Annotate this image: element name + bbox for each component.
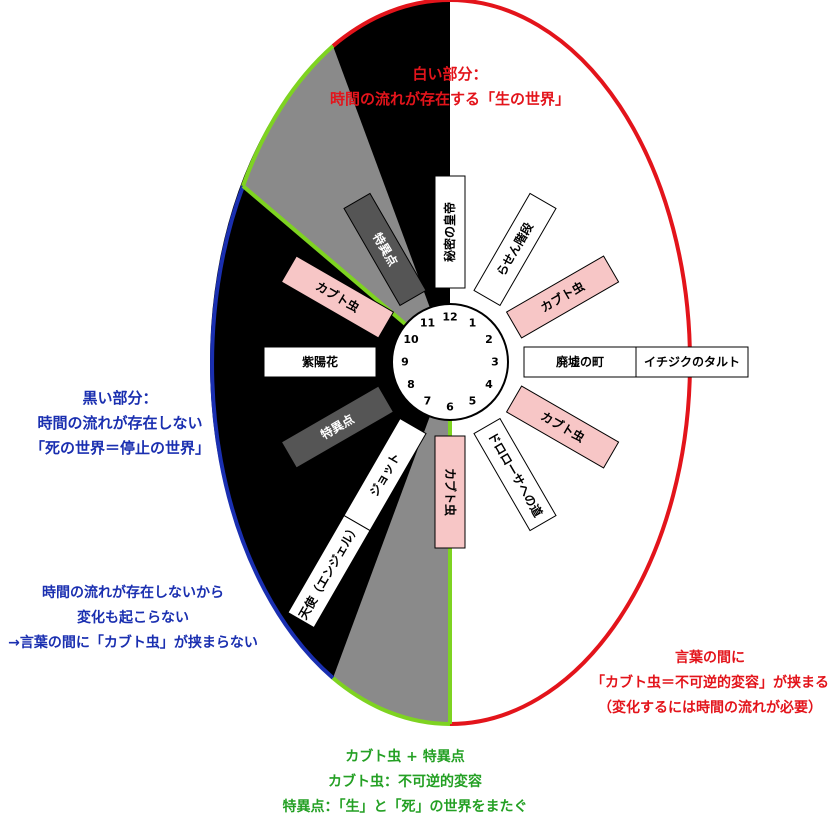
spoke-kabuto-box <box>280 255 395 339</box>
clock-number: 5 <box>469 395 477 408</box>
spokes-group: 秘密の皇帝らせん階段カブト虫廃墟の町イチジクのタルトカブト虫ドロローサへの道カブ… <box>263 175 749 629</box>
spoke-singular: 特異点 <box>280 385 395 469</box>
gray-wedge-bottom <box>333 362 450 724</box>
outline-special-bottom <box>331 676 451 726</box>
spoke-kabuto-box <box>505 385 620 469</box>
white-part-line: 白い部分： <box>412 65 488 83</box>
reason-annotation: 時間の流れが存在しないから 変化も起こらない →言葉の間に「カブト虫」が挟まらな… <box>8 581 258 656</box>
spoke-plain: 紫陽花 <box>263 346 377 378</box>
clock-number: 10 <box>403 333 419 346</box>
spoke-plain-box <box>434 175 466 289</box>
spoke-plain-label: 秘密の皇帝 <box>442 202 457 262</box>
spoke-plain-label: 廃墟の町 <box>556 354 604 369</box>
black-part-line: 黒い部分： <box>82 389 158 407</box>
change-needed-annotation: 言葉の間に 「カブト虫＝不可逆的変容」が挟まる （変化するには時間の流れが必要） <box>590 646 830 721</box>
clock-number: 3 <box>491 356 499 369</box>
spoke-singular-box <box>343 192 427 307</box>
legend-line: カブト虫 + 特異点 <box>345 749 465 765</box>
legend-annotation: カブト虫 + 特異点 カブト虫：不可逆的変容 特異点：「生」と「死」の世界をまた… <box>260 745 550 820</box>
spoke-kabuto-label: カブト虫 <box>443 468 458 516</box>
white-part-annotation: 白い部分： 時間の流れが存在する「生の世界」 <box>325 62 575 112</box>
spoke-kabuto-box <box>505 255 620 339</box>
spoke-plain-outer-box <box>635 346 749 378</box>
black-part-annotation: 黒い部分： 時間の流れが存在しない 「死の世界＝停止の世界」 <box>20 386 220 461</box>
white-part-line: 時間の流れが存在する「生の世界」 <box>329 90 570 108</box>
spoke-singular-box <box>280 385 395 469</box>
spoke-kabuto: カブト虫 <box>434 435 466 549</box>
spoke-plain-outer-label: イチジクのタルト <box>644 355 740 369</box>
spoke-plain: 廃墟の町 イチジクのタルト <box>523 346 749 378</box>
spoke-plain-label: 紫陽花 <box>302 354 338 369</box>
clock-face <box>391 303 509 421</box>
reason-line: 時間の流れが存在しないから <box>42 585 224 601</box>
outline-black-world <box>210 185 335 680</box>
clock-number: 4 <box>485 378 493 391</box>
legend-line: カブト虫：不可逆的変容 <box>328 774 482 790</box>
clock-number: 9 <box>401 356 409 369</box>
spoke-plain-box <box>263 346 377 378</box>
outline-white-world <box>331 0 692 726</box>
change-needed-line: 「カブト虫＝不可逆的変容」が挟まる <box>591 675 829 691</box>
reason-line: 変化も起こらない <box>77 610 189 626</box>
spoke-plain: 秘密の皇帝 <box>434 175 466 289</box>
clock-number: 7 <box>424 395 432 408</box>
spoke-plain-box <box>473 417 557 532</box>
clock-number: 11 <box>420 317 435 330</box>
clock-number: 12 <box>442 311 457 324</box>
black-part-line: 「死の世界＝停止の世界」 <box>29 439 210 457</box>
black-part-line: 時間の流れが存在しない <box>37 414 203 432</box>
spoke-singular: 特異点 <box>343 192 427 307</box>
change-needed-line: 言葉の間に <box>675 650 745 666</box>
reason-line: →言葉の間に「カブト虫」が挟まらない <box>8 635 258 651</box>
spoke-plain-outer-box <box>287 514 371 629</box>
clock-number: 2 <box>485 333 493 346</box>
legend-line: 特異点：「生」と「死」の世界をまたぐ <box>282 799 528 815</box>
change-needed-line: （変化するには時間の流れが必要） <box>598 700 822 716</box>
spoke-plain-box <box>473 192 557 307</box>
spoke-kabuto-box <box>434 435 466 549</box>
clock-number: 1 <box>469 317 477 330</box>
clock-number: 8 <box>407 378 415 391</box>
clock-number: 6 <box>446 401 454 414</box>
outline-special-top <box>241 44 335 187</box>
